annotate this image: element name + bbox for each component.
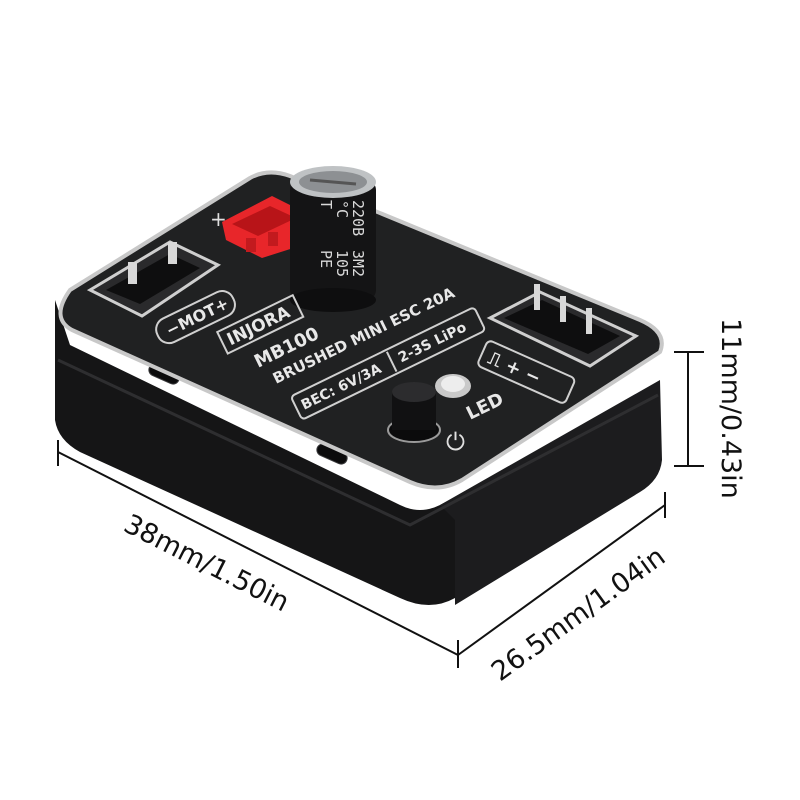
esc-seam — [57, 358, 659, 527]
motor-label-box — [155, 290, 236, 345]
capacitor: 220B °C T 3M2 105 PE — [290, 166, 376, 312]
battery-plus-label: + — [210, 207, 227, 231]
status-led — [435, 374, 471, 398]
capacitor-marking-1: 220B — [349, 200, 367, 236]
capacitor-marking-4: 3M2 — [349, 250, 367, 277]
dimension-height: 11mm/0.43in — [674, 318, 746, 499]
brand-logo-box — [215, 293, 305, 355]
capacitor-marking-6: PE — [317, 250, 335, 268]
capacitor-marking-2: °C — [333, 200, 351, 218]
capacitor-marking-5: 105 — [333, 250, 351, 277]
height-label: 11mm/0.43in — [715, 318, 746, 499]
power-button[interactable] — [387, 382, 441, 443]
esc-top-face — [58, 170, 664, 490]
esc-right-side — [440, 380, 662, 605]
battery-connector — [222, 196, 308, 258]
power-icon: ⏻ — [446, 428, 465, 456]
motor-connector — [86, 240, 222, 318]
esc-body: + 220B °C T 3M2 105 PE — [55, 166, 664, 605]
capacitor-marking-3: T — [317, 200, 335, 209]
spec-divider — [385, 351, 398, 372]
spec-box — [291, 307, 486, 420]
signal-connector — [486, 284, 640, 368]
